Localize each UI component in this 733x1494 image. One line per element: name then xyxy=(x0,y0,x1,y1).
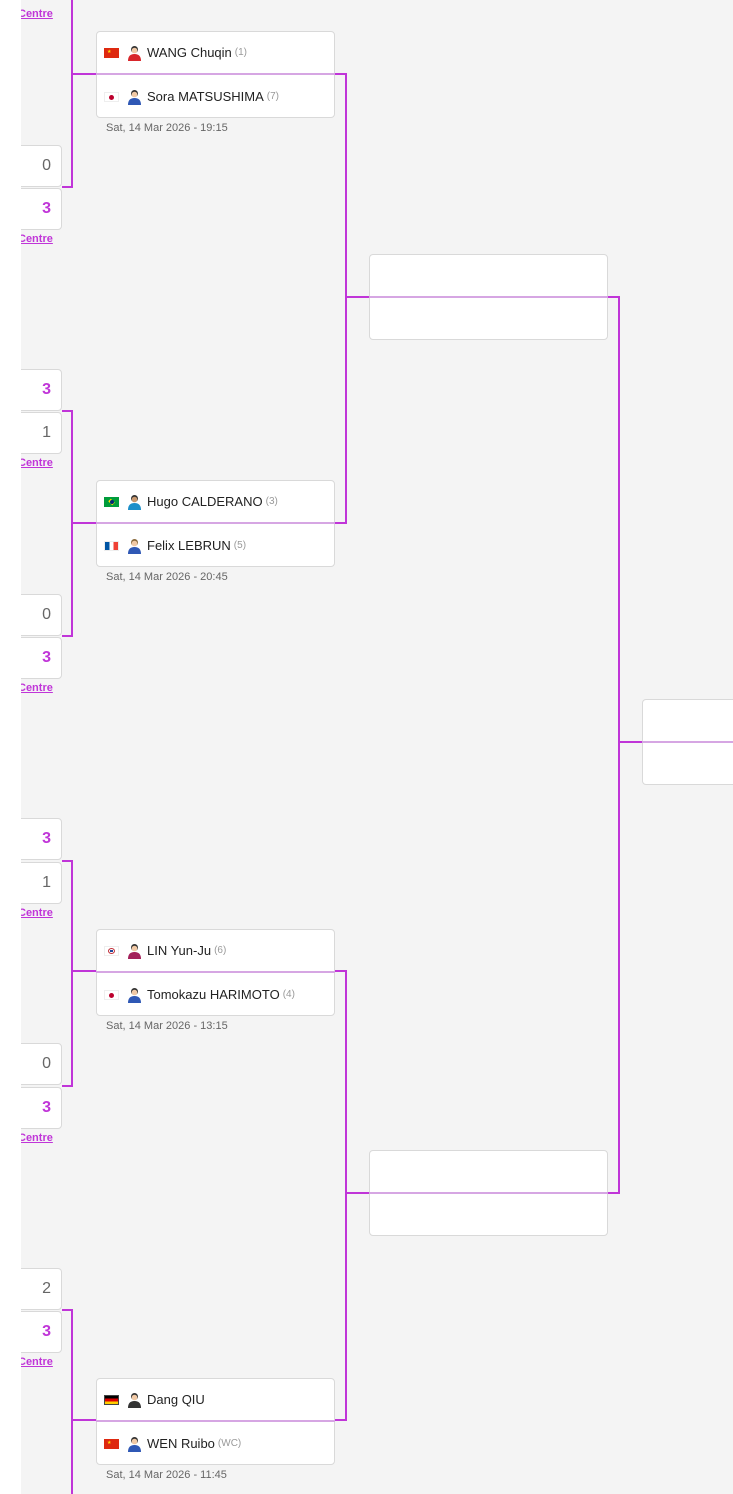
bracket-connector xyxy=(335,73,347,75)
score-box: 3 xyxy=(21,818,62,860)
player-name: LIN Yun-Ju xyxy=(147,943,212,958)
player-row[interactable]: ★ WEN Ruibo (WC) xyxy=(96,1422,335,1465)
flag-japan-icon xyxy=(104,91,119,102)
bracket-connector xyxy=(71,1309,73,1494)
venue-link[interactable]: Centre xyxy=(21,1356,53,1368)
bracket-connector xyxy=(345,73,347,524)
bracket-connector xyxy=(608,1192,620,1194)
bracket-connector xyxy=(335,1419,347,1421)
score-box: 0 xyxy=(21,1043,62,1085)
player-avatar-icon xyxy=(128,987,141,1003)
flag-brazil-icon xyxy=(104,496,119,507)
player-row[interactable]: LIN Yun-Ju (6) xyxy=(96,929,335,972)
player-name: WANG Chuqin xyxy=(147,45,232,60)
bracket-connector xyxy=(62,186,73,188)
score-box: 3 xyxy=(21,369,62,411)
player-name: Felix LEBRUN xyxy=(147,538,231,553)
player-avatar-icon xyxy=(128,494,141,510)
player-seed: (3) xyxy=(265,496,278,507)
player-row[interactable]: Felix LEBRUN (5) xyxy=(96,524,335,567)
player-avatar-icon xyxy=(128,1436,141,1452)
venue-link[interactable]: Centre xyxy=(21,907,53,919)
venue-link[interactable]: Centre xyxy=(21,233,53,245)
player-avatar-icon xyxy=(128,943,141,959)
bracket-connector xyxy=(335,970,347,972)
player-avatar-icon xyxy=(128,538,141,554)
venue-link[interactable]: Centre xyxy=(21,1132,53,1144)
match-date: Sat, 14 Mar 2026 - 13:15 xyxy=(106,1020,228,1032)
score-box: 1 xyxy=(21,862,62,904)
match-date: Sat, 14 Mar 2026 - 11:45 xyxy=(106,1469,227,1481)
venue-link[interactable]: Centre xyxy=(21,8,53,20)
score-box: 3 xyxy=(21,637,62,679)
bracket-connector xyxy=(71,73,96,75)
flag-china-icon: ★ xyxy=(104,1438,119,1449)
player-seed: (5) xyxy=(233,540,247,551)
bracket-connector xyxy=(335,522,347,524)
match-date: Sat, 14 Mar 2026 - 19:15 xyxy=(106,122,228,134)
bracket-connector xyxy=(62,860,73,862)
player-name: Dang QIU xyxy=(147,1392,205,1407)
bracket-connector xyxy=(71,860,73,1087)
score-box: 3 xyxy=(21,1087,62,1129)
flag-china-icon: ★ xyxy=(104,47,119,58)
player-name: Sora MATSUSHIMA xyxy=(147,89,264,104)
match-card[interactable]: Dang QIU ★ WEN Ruibo (WC) Sat, 14 Mar 20… xyxy=(96,1378,335,1481)
player-seed: (4) xyxy=(282,989,295,1000)
final-slot xyxy=(642,699,733,785)
player-avatar-icon xyxy=(128,89,141,105)
score-box: 1 xyxy=(21,412,62,454)
semifinal-slot xyxy=(369,1150,608,1236)
bracket-connector xyxy=(62,1085,73,1087)
player-avatar-icon xyxy=(128,45,141,61)
player-name: Tomokazu HARIMOTO xyxy=(147,987,280,1002)
match-card[interactable]: LIN Yun-Ju (6) Tomokazu HARIMOTO (4) Sat… xyxy=(96,929,335,1032)
bracket-canvas: Centre 0 3 Centre 3 1 Centre 0 3 Centre … xyxy=(21,0,733,1494)
match-card[interactable]: Hugo CALDERANO (3) Felix LEBRUN (5) Sat,… xyxy=(96,480,335,583)
score-box: 0 xyxy=(21,594,62,636)
player-seed: (7) xyxy=(266,91,280,102)
player-row[interactable]: Hugo CALDERANO (3) xyxy=(96,480,335,523)
flag-japan-icon xyxy=(104,989,119,1000)
bracket-connector xyxy=(608,296,620,298)
semifinal-slot xyxy=(369,254,608,340)
venue-link[interactable]: Centre xyxy=(21,682,53,694)
player-row[interactable]: ★ WANG Chuqin (1) xyxy=(96,31,335,74)
bracket-connector xyxy=(71,0,73,75)
bracket-connector xyxy=(71,970,96,972)
bracket-connector xyxy=(618,741,642,743)
player-row[interactable]: Sora MATSUSHIMA (7) xyxy=(96,75,335,118)
bracket-connector xyxy=(62,635,73,637)
bracket-connector xyxy=(71,522,96,524)
score-box: 3 xyxy=(21,188,62,230)
bracket-connector xyxy=(345,970,347,1421)
player-row[interactable]: Tomokazu HARIMOTO (4) xyxy=(96,973,335,1016)
bracket-connector xyxy=(618,296,620,1194)
score-box: 0 xyxy=(21,145,62,187)
player-seed: (6) xyxy=(214,945,227,956)
flag-france-icon xyxy=(104,540,119,551)
player-name: WEN Ruibo xyxy=(147,1436,215,1451)
bracket-connector xyxy=(62,410,73,412)
bracket-connector xyxy=(71,74,73,188)
bracket-connector xyxy=(62,1309,73,1311)
score-box: 2 xyxy=(21,1268,62,1310)
match-date: Sat, 14 Mar 2026 - 20:45 xyxy=(106,571,228,583)
score-box: 3 xyxy=(21,1311,62,1353)
player-seed: (1) xyxy=(234,47,248,58)
venue-link[interactable]: Centre xyxy=(21,457,53,469)
bracket-connector xyxy=(345,296,369,298)
match-card[interactable]: ★ WANG Chuqin (1) Sora MATSUSHIMA (7) Sa… xyxy=(96,31,335,134)
player-name: Hugo CALDERANO xyxy=(147,494,263,509)
player-row[interactable]: Dang QIU xyxy=(96,1378,335,1421)
flag-germany-icon xyxy=(104,1394,119,1405)
flag-chinese-taipei-icon xyxy=(104,945,119,956)
bracket-connector xyxy=(345,1192,369,1194)
player-avatar-icon xyxy=(128,1392,141,1408)
bracket-connector xyxy=(71,1419,96,1421)
player-seed: (WC) xyxy=(217,1438,242,1449)
